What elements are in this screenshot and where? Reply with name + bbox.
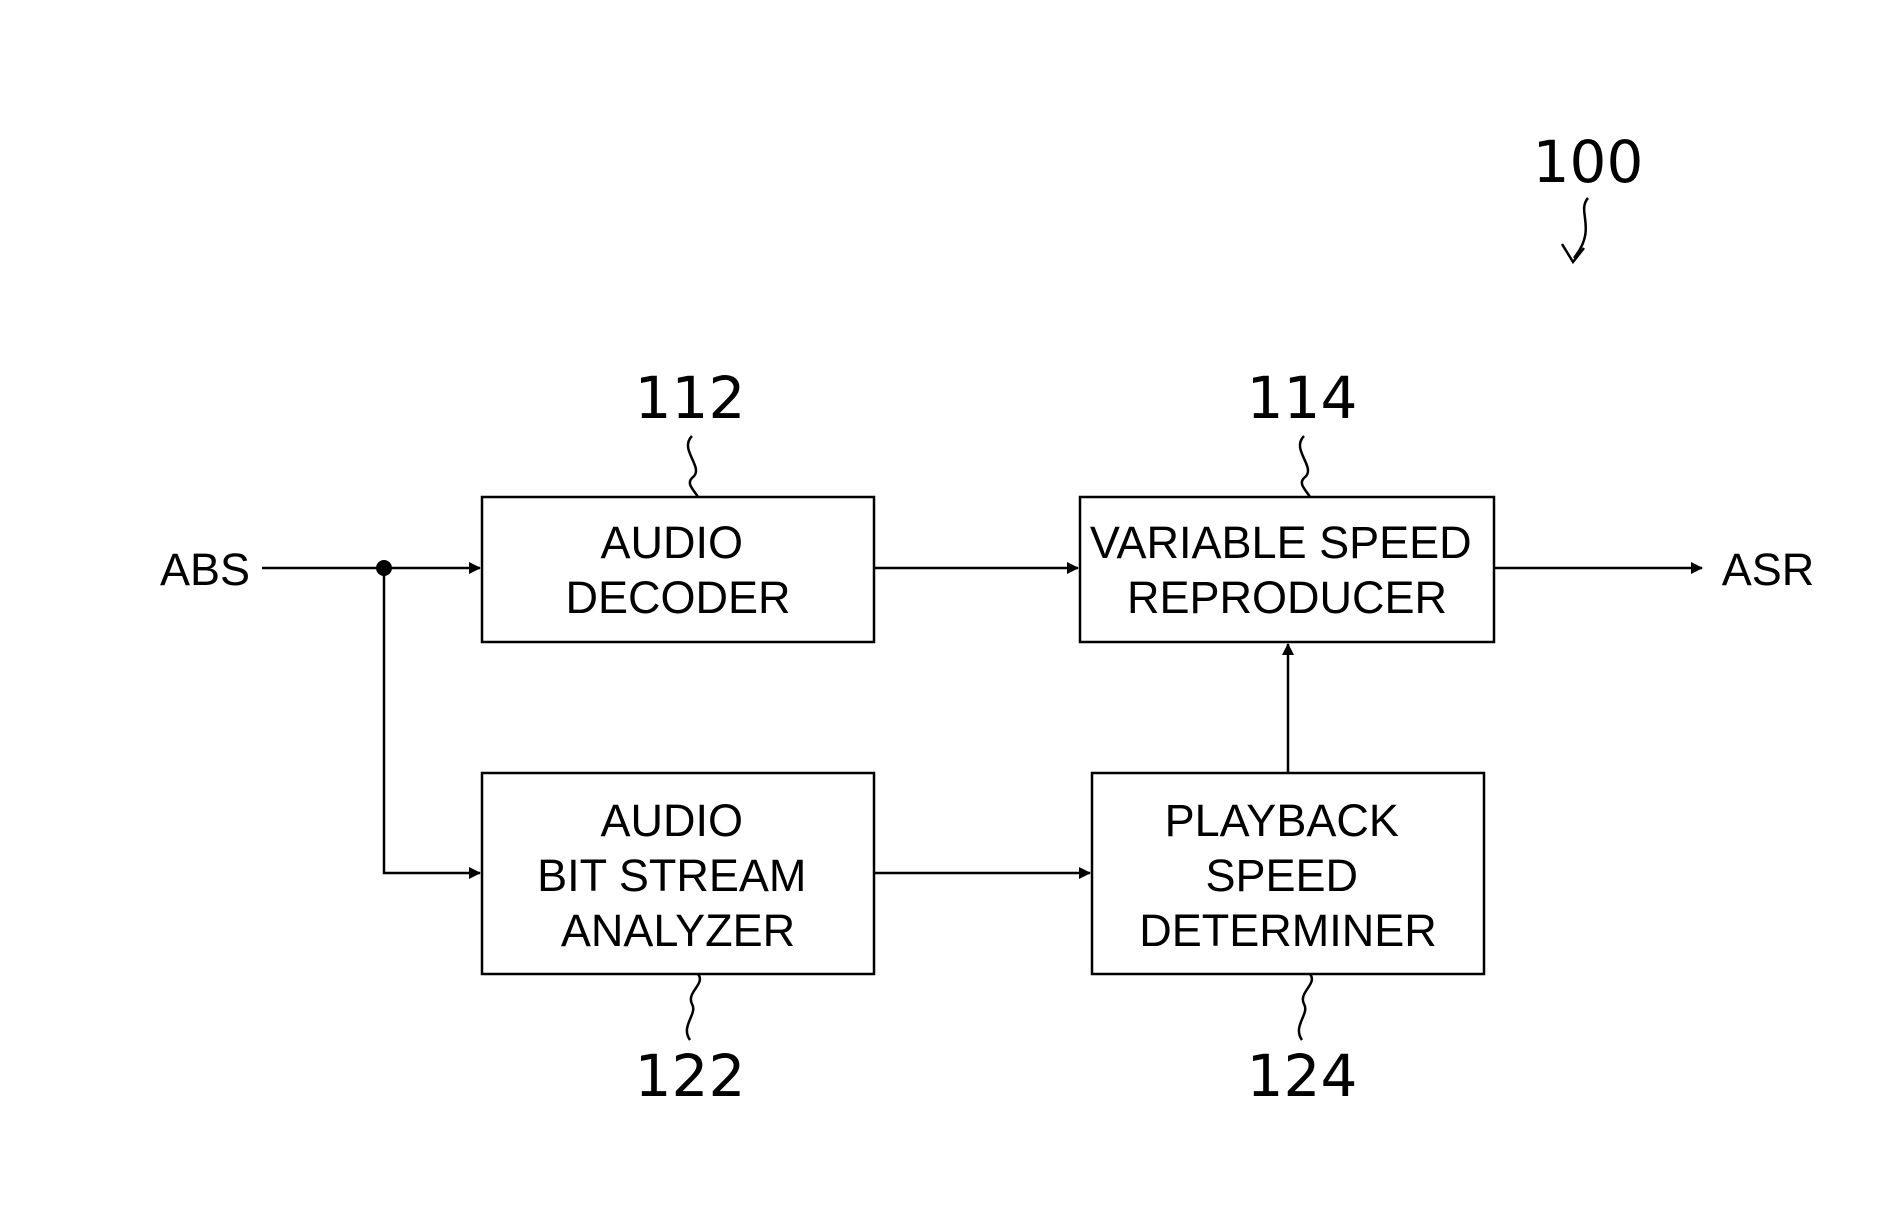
audio-decoder-line-1: AUDIO bbox=[600, 517, 743, 568]
audio-bit-stream-analyzer-leader bbox=[687, 974, 700, 1040]
audio-decoder-label: AUDIO DECODER bbox=[565, 517, 790, 623]
audio-decoder-line-2: DECODER bbox=[565, 572, 790, 623]
playback-speed-determiner-label: PLAYBACK SPEED DETERMINER bbox=[1139, 795, 1437, 956]
input-line-to-analyzer bbox=[384, 568, 480, 873]
variable-speed-reproducer-leader bbox=[1300, 436, 1310, 497]
input-signal-label: ABS bbox=[160, 544, 250, 595]
variable-speed-reproducer-line-2: REPRODUCER bbox=[1127, 572, 1447, 623]
figure-ref-arrow bbox=[1574, 198, 1588, 258]
variable-speed-reproducer-label: VARIABLE SPEED REPRODUCER bbox=[1090, 517, 1484, 623]
variable-speed-reproducer-ref: 114 bbox=[1247, 364, 1358, 432]
audio-bit-stream-analyzer-line-2: BIT STREAM bbox=[537, 850, 806, 901]
audio-decoder-leader bbox=[688, 436, 698, 497]
playback-speed-determiner-line-1: PLAYBACK bbox=[1165, 795, 1399, 846]
playback-speed-determiner-line-3: DETERMINER bbox=[1139, 905, 1437, 956]
variable-speed-reproducer-line-1: VARIABLE SPEED bbox=[1090, 517, 1472, 568]
audio-bit-stream-analyzer-label: AUDIO BIT STREAM ANALYZER bbox=[537, 795, 819, 956]
playback-speed-determiner-line-2: SPEED bbox=[1205, 850, 1358, 901]
playback-speed-determiner-ref: 124 bbox=[1247, 1042, 1358, 1110]
audio-bit-stream-analyzer-line-1: AUDIO bbox=[600, 795, 743, 846]
audio-bit-stream-analyzer-ref: 122 bbox=[635, 1042, 746, 1110]
audio-decoder-ref: 112 bbox=[635, 364, 746, 432]
playback-speed-determiner-leader bbox=[1299, 974, 1312, 1040]
figure-ref-number: 100 bbox=[1533, 128, 1644, 196]
output-signal-label: ASR bbox=[1722, 544, 1815, 595]
audio-bit-stream-analyzer-line-3: ANALYZER bbox=[561, 905, 795, 956]
